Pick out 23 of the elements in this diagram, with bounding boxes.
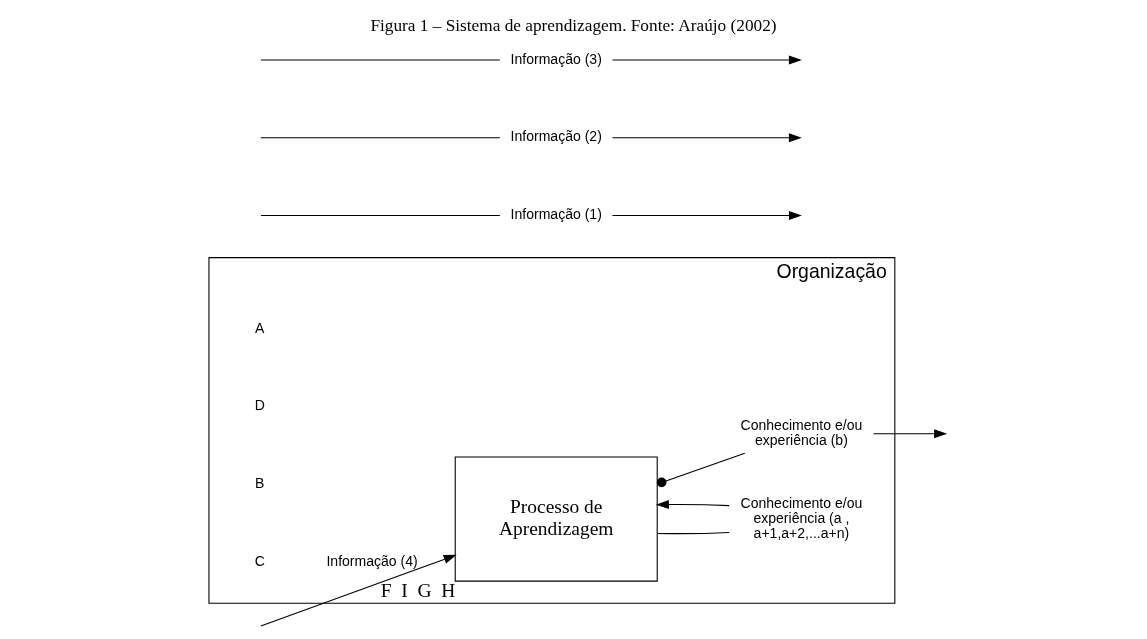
node-label: F I G H: [380, 579, 456, 601]
node-text: Informação (1): [510, 206, 602, 223]
connector: [260, 137, 501, 139]
connector: [656, 452, 746, 488]
arrow: [611, 211, 802, 221]
node-label: C: [254, 552, 265, 569]
node-box: Processo de Aprendizagem: [454, 456, 658, 582]
edge-label: Informação (4): [326, 552, 418, 569]
node-label: A: [255, 319, 265, 336]
node-text: Informação (2): [510, 128, 602, 145]
diagram-title: Figura 1 – Sistema de aprendizagem. Fonte: Araújo (2002): [370, 15, 777, 35]
arrow: [655, 499, 730, 510]
arrow: [611, 133, 802, 143]
node-text: Conhecimento e/ou experiência (b): [740, 416, 863, 448]
arrow: [260, 554, 457, 627]
node-text: Conhecimento e/ou experiência (a , a+1,a+2,...a+n): [740, 494, 863, 541]
node-text: Informação (3): [510, 50, 602, 67]
arrow: [873, 429, 948, 439]
connector: [260, 215, 501, 217]
node-label: B: [255, 475, 265, 492]
node-label: D: [254, 397, 265, 414]
arrow: [611, 55, 802, 65]
connector: [657, 531, 730, 535]
